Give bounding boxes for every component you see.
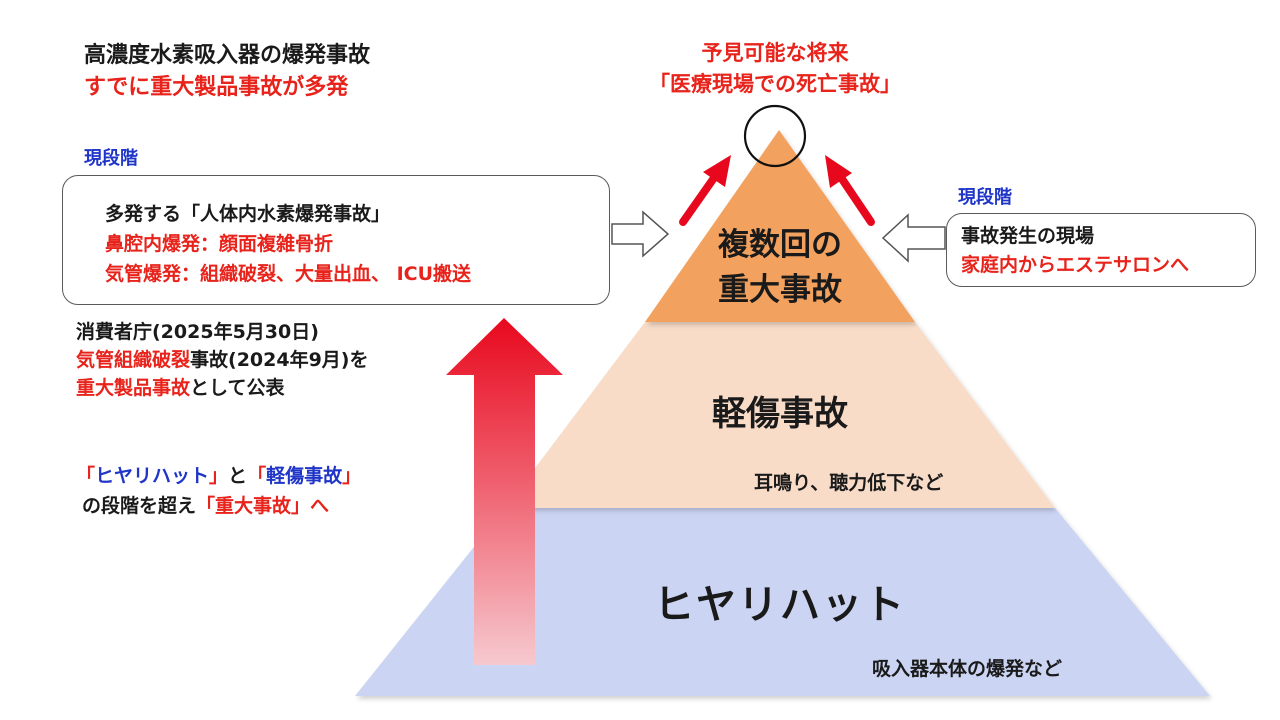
agency-note-line-2-rest: 事故(2024年9月)を [190,349,369,371]
heading-line-1: 高濃度水素吸入器の爆発事故 [84,43,371,68]
pyramid-middle-label: 軽傷事故 [712,394,848,434]
left-box-line-2: 鼻腔内爆発：顔面複雑骨折 [105,233,334,255]
left-accident-box: 多発する「人体内水素爆発事故」 鼻腔内爆発：顔面複雑骨折 気管爆発：組織破裂、大… [62,175,610,305]
transition-note: 「ヒヤリハット」と「軽傷事故」 の段階を超え「重大事故」へ [76,461,361,521]
right-box-line-1: 事故発生の現場 [961,225,1095,247]
agency-note-line-3-rest: として公表 [190,377,285,399]
pyramid-tier-bottom [355,508,1210,696]
transition-line-2-prefix: の段階を超え [82,495,197,517]
left-box-line-3: 気管爆発：組織破裂、大量出血、 ICU搬送 [105,263,472,285]
transition-q2-close: 」 [342,465,362,487]
heading: 高濃度水素吸入器の爆発事故 すでに重大製品事故が多発 [84,40,370,104]
right-box-line-2: 家庭内からエステサロンへ [961,254,1190,276]
pyramid-top-line-2: 重大事故 [718,272,842,308]
right-stage-label: 現段階 [958,187,1012,208]
left-stage-label: 現段階 [84,148,138,169]
agency-note-line-1: 消費者庁(2025年5月30日) [76,321,319,343]
apex-arrow-left [679,155,731,226]
pyramid-bottom-sub: 吸入器本体の爆発など [872,658,1063,680]
pyramid-bottom-label: ヒヤリハット [654,582,906,628]
heading-line-2: すでに重大製品事故が多発 [84,75,349,100]
pyramid-tier-middle [505,322,1055,508]
pyramid-tier-top [645,130,915,322]
transition-line-2-red: 「重大事故」へ [196,495,330,517]
top-label-line-1: 予見可能な将来 [701,41,849,65]
transition-and: と [228,465,248,487]
transition-q2-open: 「 [247,465,267,487]
left-hollow-arrow [611,210,670,258]
right-location-box: 事故発生の現場 家庭内からエステサロンへ [946,213,1256,287]
top-label-line-2: 「医療現場での死亡事故」 [649,72,901,96]
top-label: 予見可能な将来 「医療現場での死亡事故」 [600,38,950,100]
agency-note: 消費者庁(2025年5月30日) 気管組織破裂事故(2024年9月)を 重大製品… [76,318,368,402]
apex-circle [743,104,807,168]
pyramid-top-label: 複数回の 重大事故 [660,223,900,313]
transition-q2-word: 軽傷事故 [266,465,343,487]
transition-q1-close: 」 [209,465,229,487]
pyramid-middle-sub: 耳鳴り、聴力低下など [754,472,944,494]
right-hollow-arrow [881,213,946,263]
transition-q1-open: 「 [76,465,96,487]
big-up-arrow [446,318,563,665]
agency-note-line-3-red: 重大製品事故 [76,377,191,399]
pyramid-top-line-1: 複数回の [718,227,842,263]
agency-note-line-2-red: 気管組織破裂 [76,349,191,371]
apex-arrow-right [825,155,875,226]
transition-q1-word: ヒヤリハット [95,465,210,487]
left-box-line-1: 多発する「人体内水素爆発事故」 [105,203,391,225]
